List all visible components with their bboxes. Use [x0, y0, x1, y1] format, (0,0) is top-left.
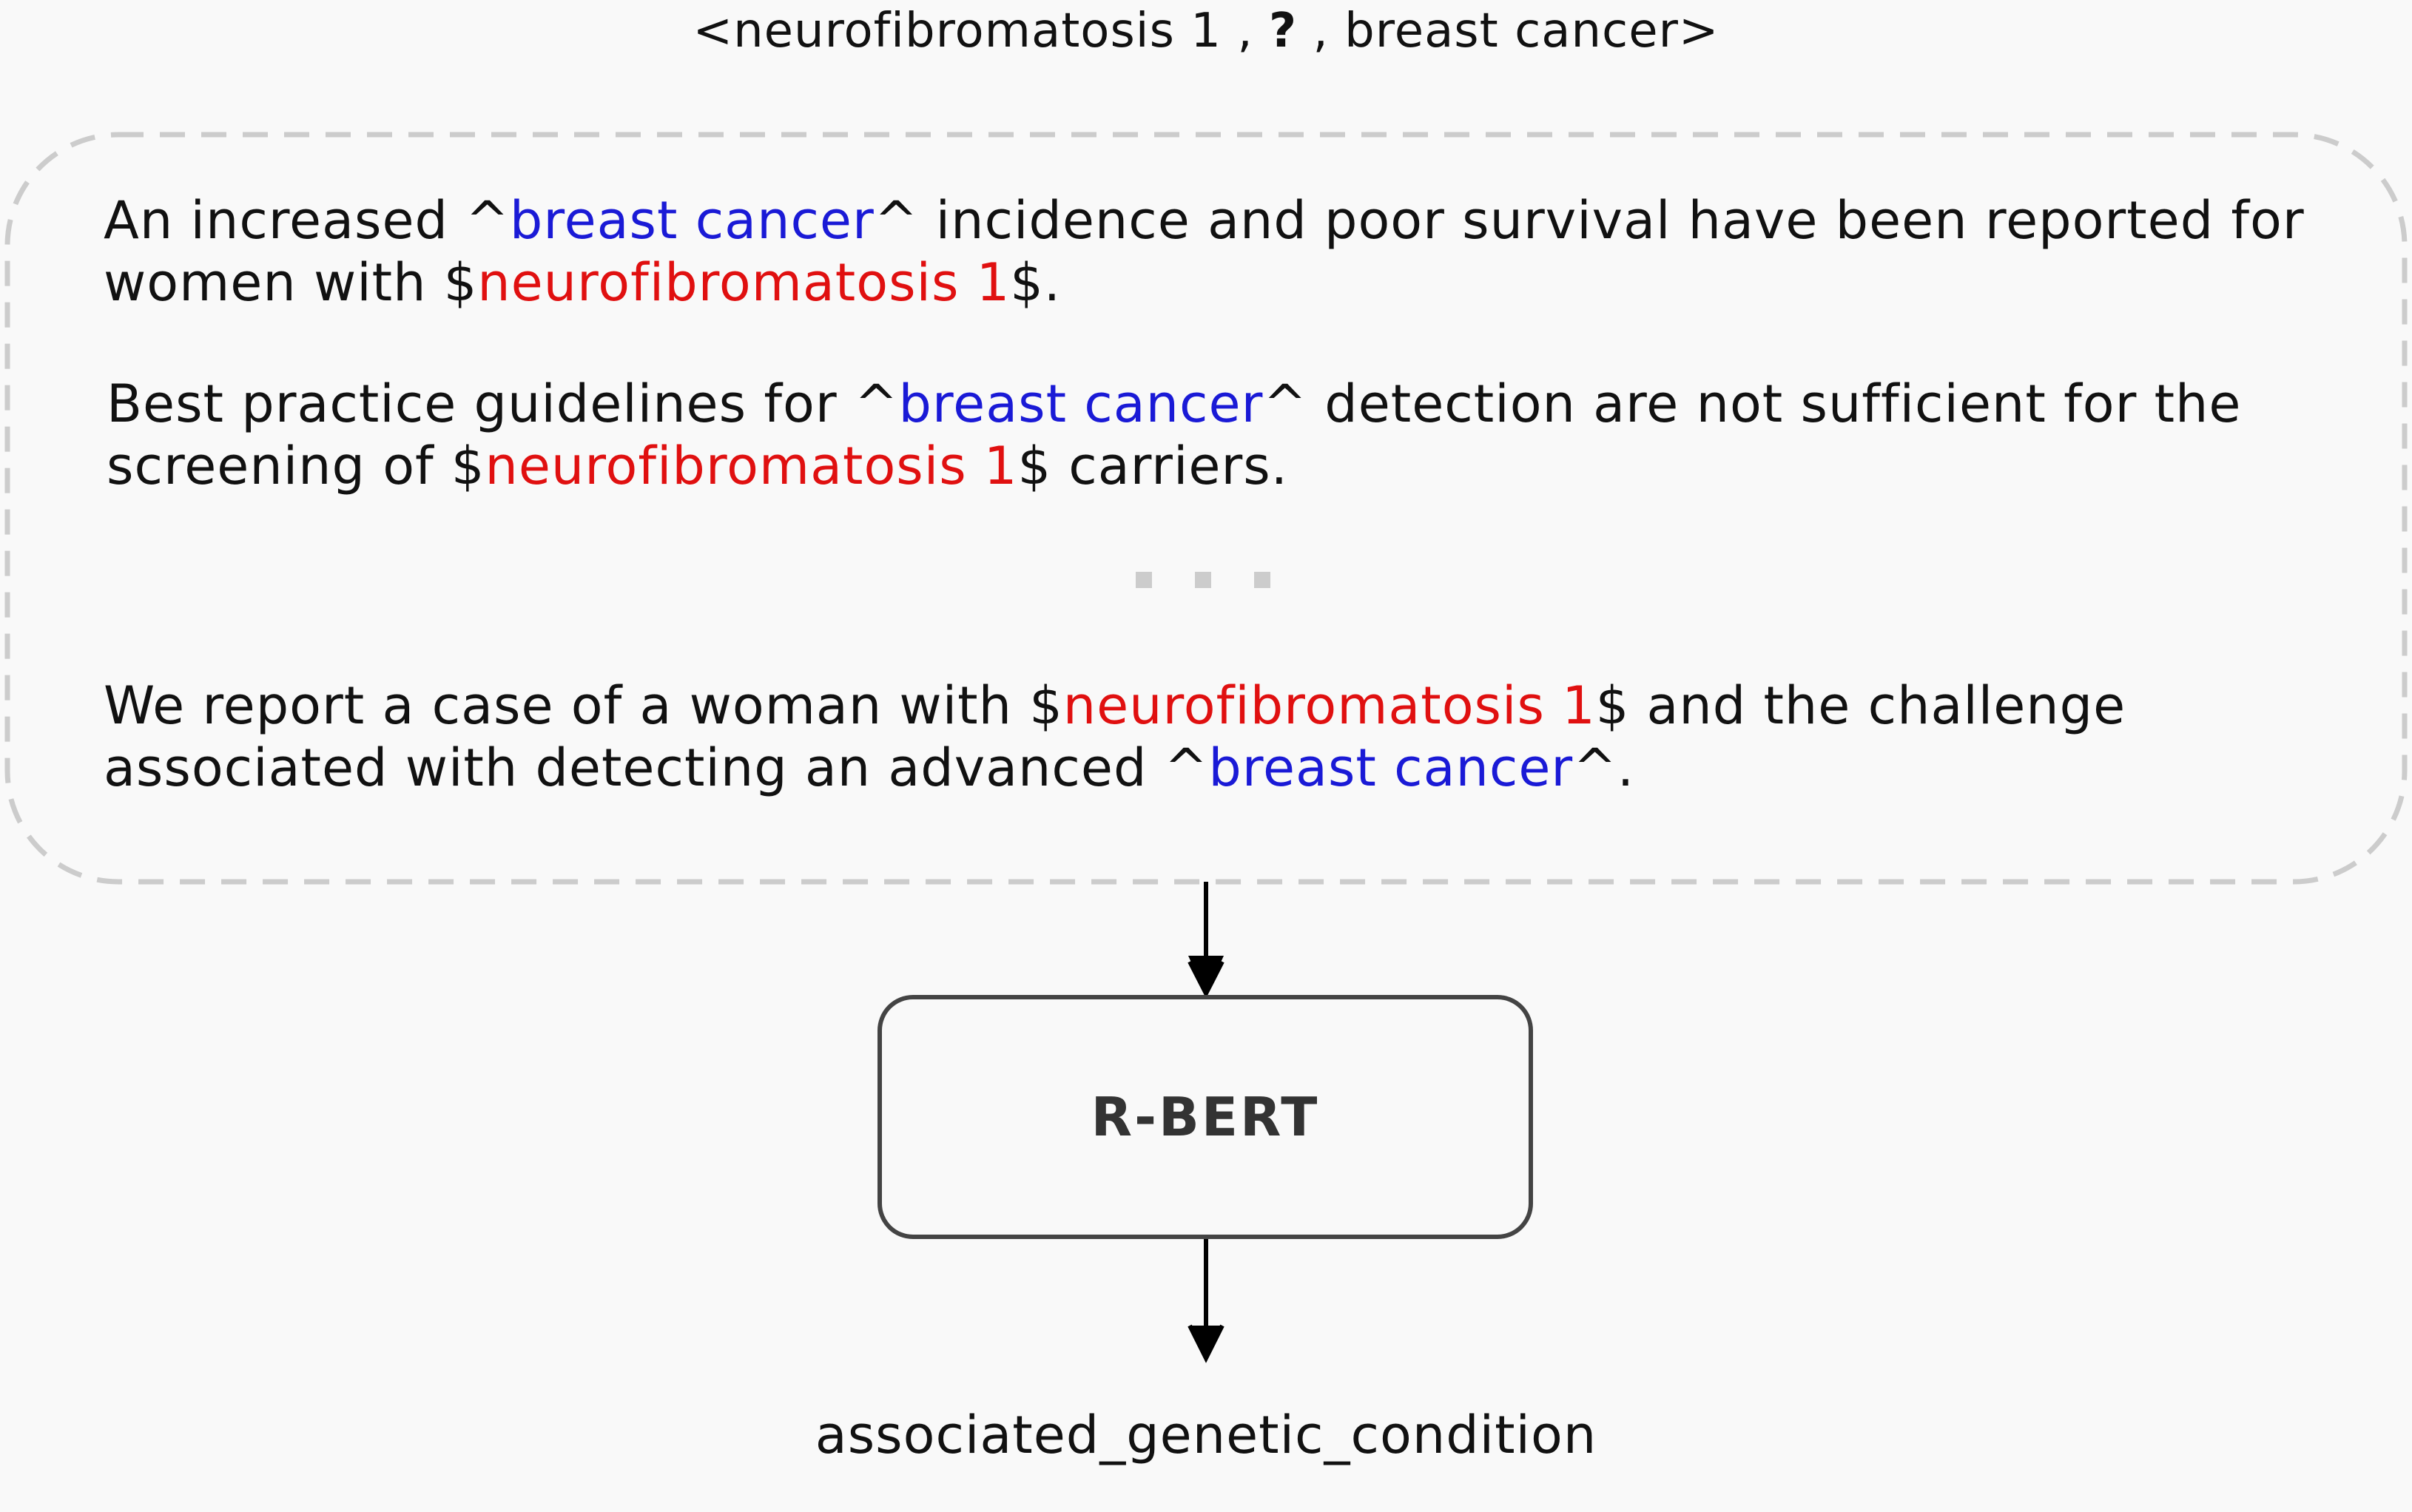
disease-entity: breast cancer [898, 374, 1264, 434]
query-head-entity: <neurofibromatosis 1 [693, 4, 1222, 58]
sentence-1: An increased ^breast cancer^ incidence a… [104, 189, 2338, 314]
query-triple: <neurofibromatosis 1 , ? , breast cancer… [0, 1, 2412, 61]
sentence-3: We report a case of a woman with $neurof… [104, 675, 2338, 799]
sentence-bag-border [4, 132, 2408, 885]
ellipsis-dot [1136, 572, 1152, 588]
ellipsis-icon [1136, 572, 1276, 590]
disease-entity: breast cancer [509, 190, 875, 251]
model-box: R-BERT [877, 995, 1533, 1239]
sentence-text: An increased ^ [104, 190, 510, 251]
gene-entity: neurofibromatosis 1 [1062, 675, 1596, 736]
sentence-text: ^. [1573, 738, 1635, 798]
arrow-to-model-tip [1188, 960, 1224, 999]
model-label: R-BERT [1091, 1086, 1320, 1148]
gene-entity: neurofibromatosis 1 [477, 252, 1011, 313]
query-tail-entity: breast cancer> [1344, 4, 1719, 58]
ellipsis-dot [1195, 572, 1211, 588]
sentence-text: $ carriers. [1017, 436, 1288, 496]
ellipsis-dot [1254, 572, 1270, 588]
sentence-text: ^ detection are not sufficient for the s… [107, 374, 2242, 496]
sentence-text: Best practice guidelines for ^ [107, 374, 899, 434]
output-relation: associated_genetic_condition [815, 1405, 1597, 1465]
arrow-to-model-head [1188, 956, 1224, 995]
query-unknown-relation: ? [1269, 4, 1298, 58]
sentence-text: ^ incidence and poor survival have been … [104, 190, 2305, 313]
sentence-2: Best practice guidelines for ^breast can… [107, 373, 2341, 497]
sentence-text: $. [1010, 252, 1062, 313]
arrow-to-output-tip [1188, 1324, 1224, 1363]
query-separator: , [1297, 4, 1345, 58]
gene-entity: neurofibromatosis 1 [485, 436, 1018, 496]
sentence-text: $ and the challenge associated with dete… [104, 675, 2126, 798]
query-separator: , [1221, 4, 1270, 58]
disease-entity: breast cancer [1208, 738, 1574, 798]
sentence-text: We report a case of a woman with $ [104, 675, 1063, 736]
